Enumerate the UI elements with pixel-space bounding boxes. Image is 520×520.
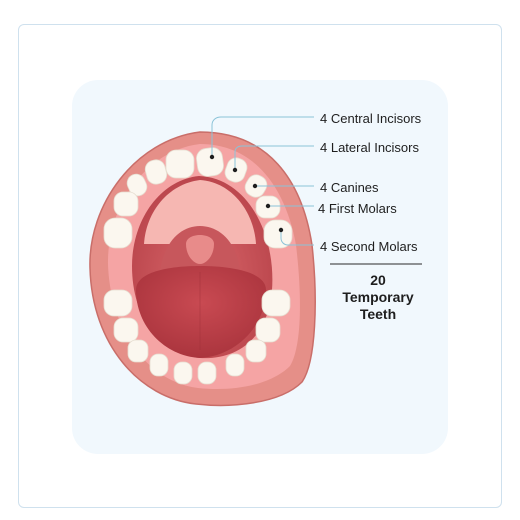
tooth: [261, 289, 291, 317]
uvula: [186, 235, 214, 264]
tooth: [149, 353, 169, 377]
tooth: [165, 149, 195, 179]
tooth: [225, 353, 245, 377]
tooth: [144, 159, 168, 185]
label-first-molars: 4 First Molars: [318, 201, 397, 216]
tooth: [245, 339, 267, 363]
tooth: [196, 147, 224, 177]
tooth: [173, 361, 193, 385]
tongue: [136, 266, 266, 358]
tooth: [126, 173, 148, 197]
tooth: [127, 339, 149, 363]
upper-teeth: [103, 147, 293, 249]
tooth: [103, 289, 133, 317]
tooth: [113, 191, 139, 217]
total-teeth-count: 20 Temporary Teeth: [326, 272, 430, 323]
palate: [144, 180, 256, 244]
lower-teeth: [103, 289, 291, 385]
total-line-1: Temporary: [342, 289, 414, 305]
tooth: [197, 361, 217, 385]
tooth: [255, 317, 281, 343]
leader-lines: [211, 116, 314, 246]
label-canines: 4 Canines: [320, 180, 379, 195]
label-second-molars: 4 Second Molars: [320, 239, 418, 254]
tooth-markers: [209, 154, 284, 233]
total-line-2: Teeth: [359, 306, 397, 322]
label-lateral-incisors: 4 Lateral Incisors: [320, 140, 419, 155]
tooth: [263, 219, 293, 249]
total-number: 20: [370, 272, 386, 288]
label-central-incisors: 4 Central Incisors: [320, 111, 422, 126]
tooth: [103, 217, 133, 249]
tooth: [113, 317, 139, 343]
